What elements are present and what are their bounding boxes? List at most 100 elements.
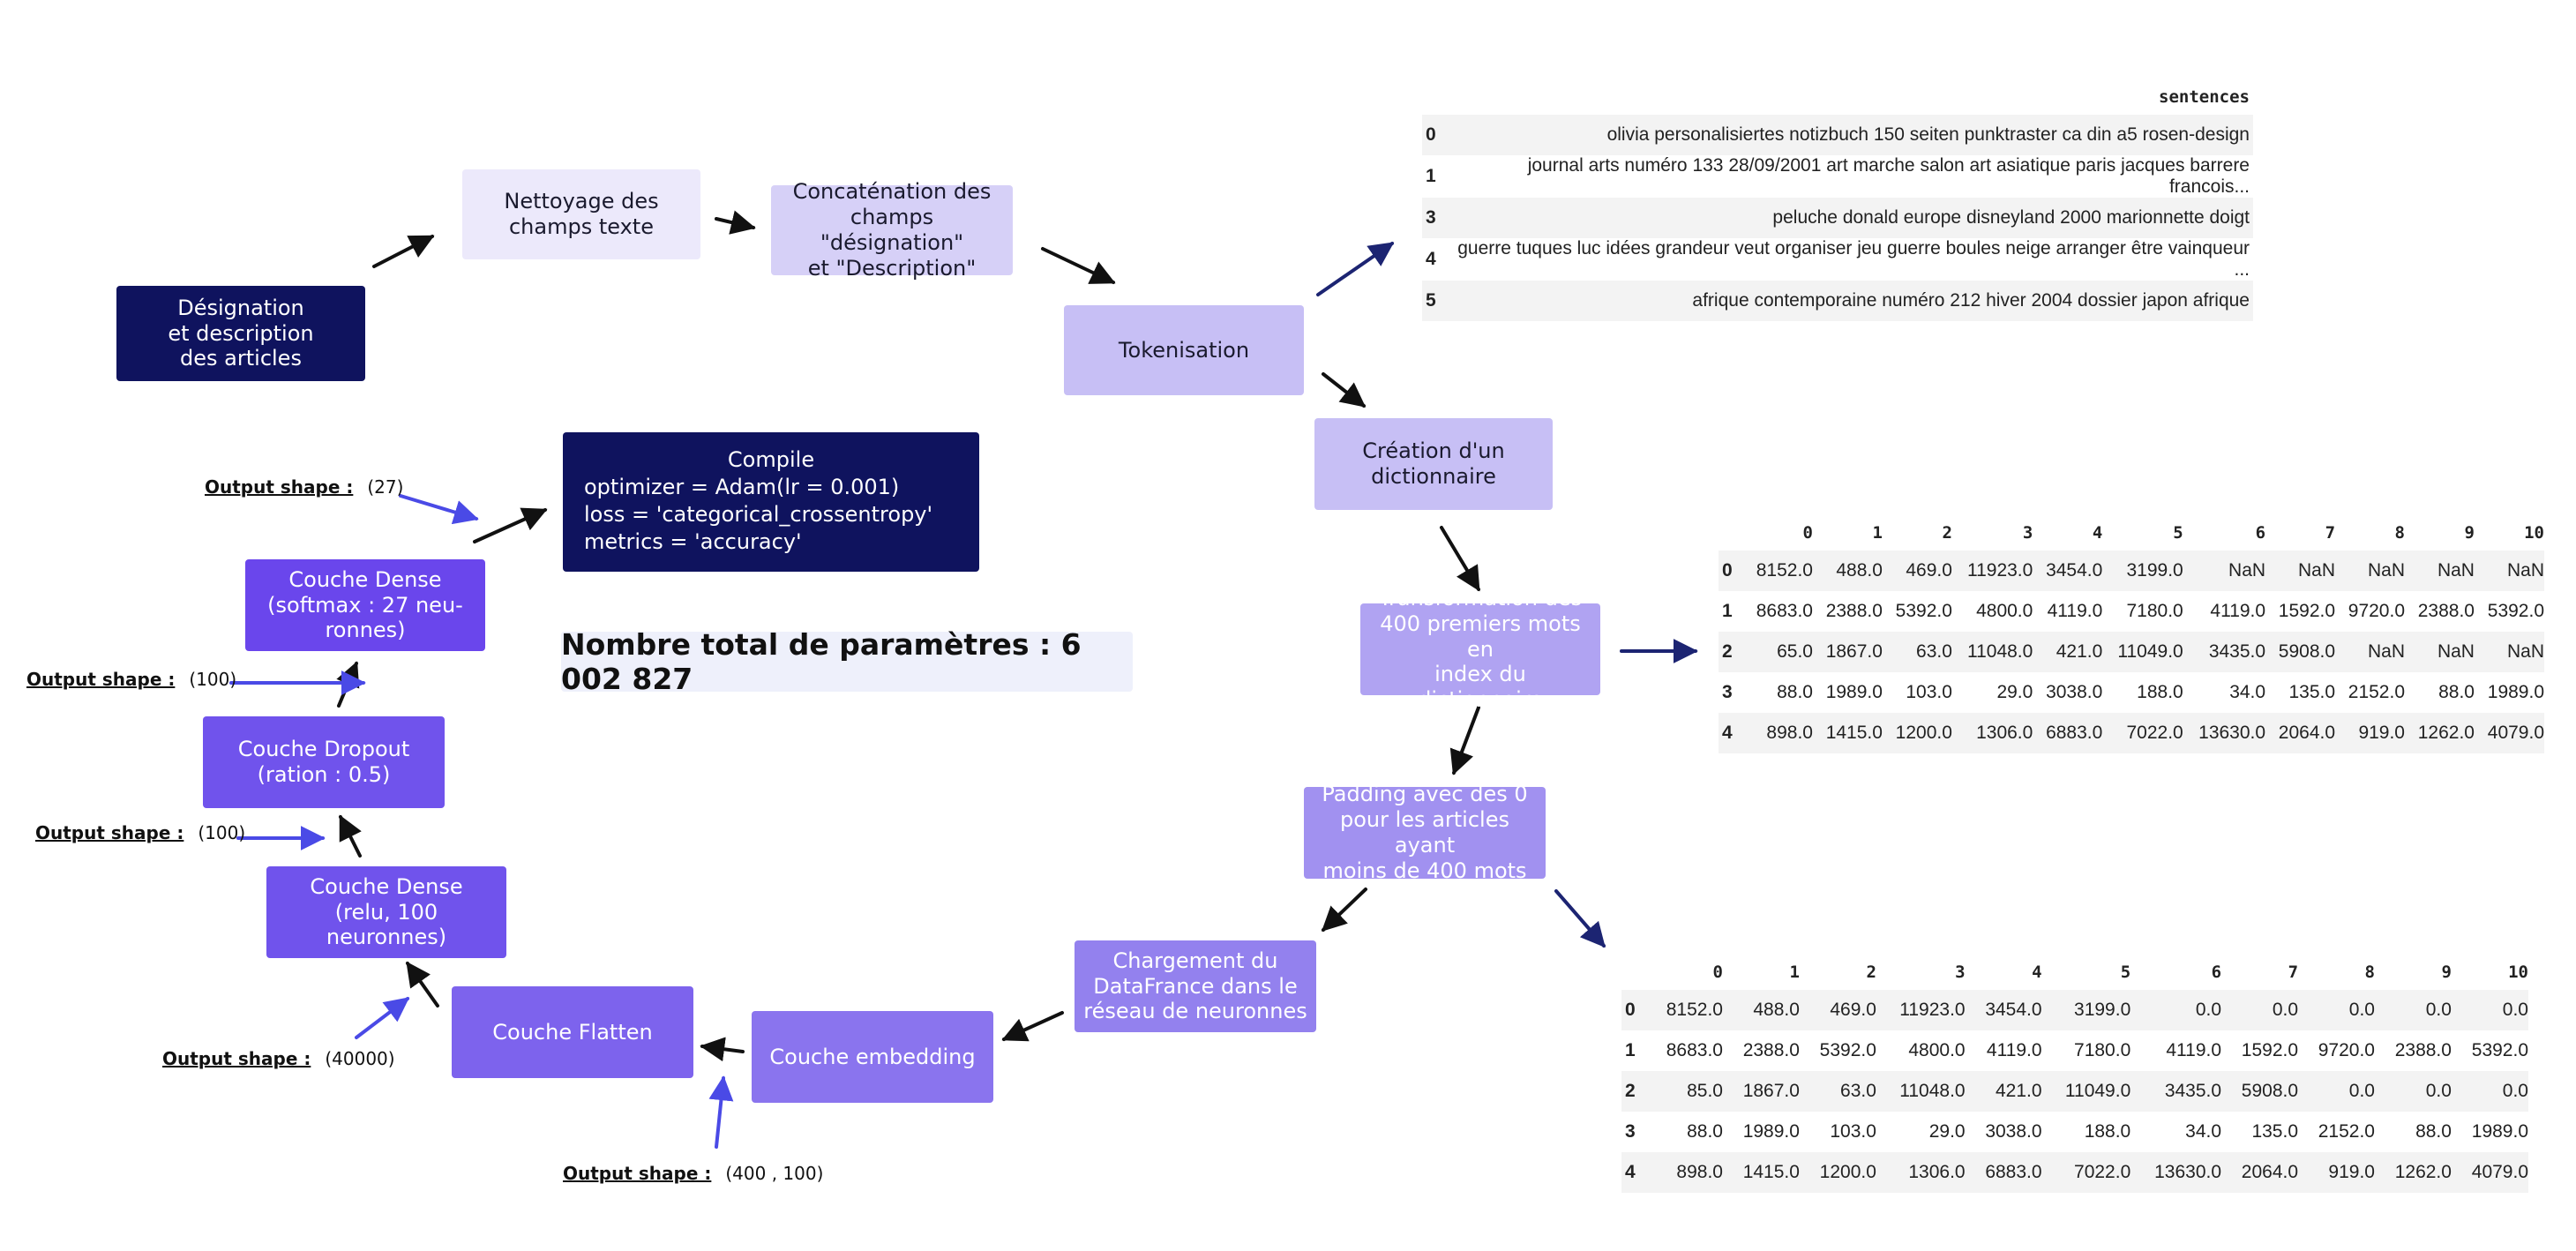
table-cell: 63.0 (1882, 632, 1952, 672)
table-cell: 7022.0 (2041, 1152, 2131, 1193)
table-cell: 2064.0 (2221, 1152, 2299, 1193)
table-cell: NaN (2405, 551, 2475, 591)
row-index: 1 (1426, 166, 1436, 186)
arrow-chargement-to-embedding (1001, 1011, 1064, 1042)
table-cell: 103.0 (1830, 1121, 1876, 1142)
table-cell: 3454.0 (1965, 990, 2042, 1030)
table-cell: 88.0 (2438, 682, 2475, 702)
arrow-padding-to-padded-table (1554, 889, 1606, 948)
table-cell: 898.0 (1646, 1152, 1723, 1193)
table-column-header: 5 (2173, 523, 2183, 543)
table-cell: 898.0 (1743, 713, 1813, 753)
table-cell: 13630.0 (2183, 713, 2266, 753)
table-cell: 88.0 (1777, 682, 1813, 702)
table-cell: 6883.0 (2033, 713, 2103, 753)
table-cell: 135.0 (2251, 1121, 2299, 1142)
table-cell: 1989.0 (1742, 1121, 1800, 1142)
row-index: 0 (1621, 990, 1646, 1030)
table-column-header: 10 (2524, 523, 2544, 543)
table-header-index (1719, 515, 1743, 551)
sentence-cell: olivia personalisiertes notizbuch 150 se… (1447, 115, 2253, 155)
arrow-dense-softmax-to-compile (473, 507, 548, 543)
table-cell: 5392.0 (1819, 1040, 1876, 1060)
row-index: 3 (1722, 682, 1733, 702)
arrow-dense-relu-to-dropout (339, 814, 362, 858)
table-cell: 2388.0 (1825, 601, 1883, 621)
table-cell: 85.0 (1646, 1071, 1723, 1112)
table-cell: 88.0 (2415, 1121, 2452, 1142)
table-cell: 7180.0 (2126, 601, 2183, 621)
table-cell: 1867.0 (1812, 632, 1883, 672)
table-cell: 11049.0 (2102, 632, 2183, 672)
table-cell: 919.0 (2298, 1152, 2375, 1193)
table-cell: 2388.0 (2417, 601, 2475, 621)
arrow-transformation-to-padding (1449, 706, 1480, 775)
table-column-header: 9 (2441, 963, 2452, 982)
row-index: 0 (1719, 551, 1743, 591)
table-cell: NaN (2335, 632, 2405, 672)
arrow-shape-40000-to-dense-relu (355, 997, 410, 1039)
table-cell: 4800.0 (1908, 1040, 1966, 1060)
table-cell: 0.0 (2298, 990, 2375, 1030)
arrow-flatten-to-dense-relu (406, 961, 439, 1008)
table-cell: 4119.0 (2047, 601, 2103, 621)
table-cell: 8683.0 (1756, 601, 1813, 621)
table-cell: 0.0 (2451, 990, 2528, 1030)
node-dense-relu: Couche Dense(relu, 100 neuronnes) (266, 866, 506, 958)
table-cell: 5392.0 (2487, 601, 2544, 621)
table-cell: 7180.0 (2074, 1040, 2131, 1060)
row-index: 5 (1422, 281, 1447, 321)
table-cell: 103.0 (1906, 682, 1952, 702)
table-cell: 919.0 (2335, 713, 2405, 753)
table-column-header: 1 (1872, 523, 1883, 543)
table-cell: 29.0 (1996, 682, 2033, 702)
table-cell: NaN (2474, 632, 2544, 672)
table-cell: 5392.0 (1895, 601, 1952, 621)
arrow-shape-400-to-embedding (708, 1075, 734, 1149)
table-cell: 4119.0 (2166, 1040, 2222, 1060)
table-column-header: 9 (2464, 523, 2475, 543)
table-header-index (1422, 79, 1447, 115)
table-cell: 11048.0 (1951, 632, 2033, 672)
table-cell: 135.0 (2288, 682, 2336, 702)
table-cell: 0.0 (2221, 990, 2299, 1030)
arrow-designation-to-nettoyage (372, 235, 435, 268)
row-index: 3 (1625, 1121, 1636, 1142)
sentence-cell: guerre tuques luc idées grandeur veut or… (1457, 238, 2250, 280)
table-cell: 469.0 (1882, 551, 1952, 591)
node-embedding: Couche embedding (752, 1011, 993, 1103)
row-index: 1 (1625, 1040, 1636, 1060)
table-cell: 421.0 (1965, 1071, 2042, 1112)
output-shape-40000: Output shape :(40000) (162, 1048, 395, 1069)
table-cell: 5392.0 (2471, 1040, 2528, 1060)
table-column-header: 0 (1802, 523, 1813, 543)
table-cell: 11048.0 (1876, 1071, 1966, 1112)
table-cell: 1867.0 (1722, 1071, 1800, 1112)
table-cell: 0.0 (2374, 990, 2452, 1030)
table-cell: 8152.0 (1743, 551, 1813, 591)
table-cell: 34.0 (2229, 682, 2266, 702)
table-cell: 8683.0 (1666, 1040, 1723, 1060)
table-cell: 1262.0 (2374, 1152, 2452, 1193)
table-cell: 4119.0 (1986, 1040, 2042, 1060)
table-cell: 9720.0 (2348, 601, 2405, 621)
table-column-header: 3 (1955, 963, 1966, 982)
table-cell: 1306.0 (1951, 713, 2033, 753)
table-cell: 3435.0 (2130, 1071, 2222, 1112)
arrow-padding-to-chargement (1321, 888, 1367, 932)
table-cell: 3038.0 (1985, 1121, 2042, 1142)
